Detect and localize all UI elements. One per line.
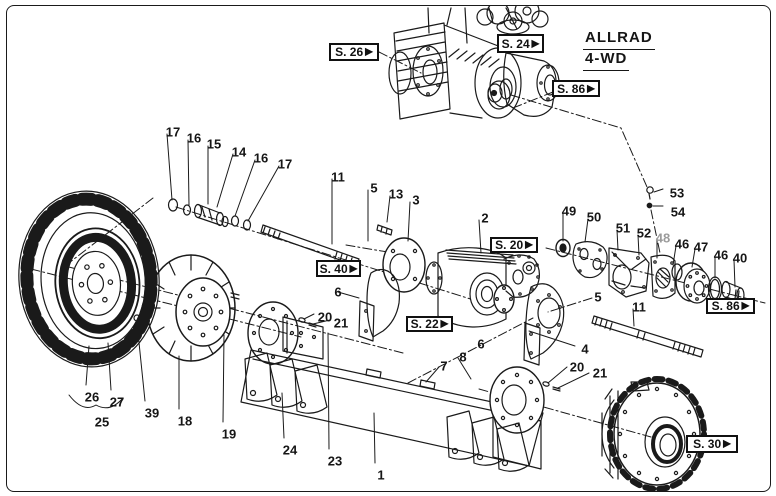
forward-arrow-icon: ▶ [587, 83, 595, 94]
page-ref-s86-top[interactable]: S. 86▶ [552, 80, 600, 97]
part-label-49: 49 [561, 203, 577, 219]
axle-beam [240, 349, 561, 472]
part-label-52: 52 [636, 225, 652, 241]
leader-lines [68, 133, 736, 464]
page-ref-s30[interactable]: S. 30▶ [686, 435, 738, 453]
right-parts-chain [555, 186, 745, 304]
title-line2: 4-WD [583, 50, 630, 71]
page-ref-s20[interactable]: S. 20▶ [490, 237, 538, 253]
part-label-21-mid: 21 [333, 315, 349, 331]
part-label-46: 46 [674, 236, 690, 252]
part-label-53: 53 [669, 185, 685, 201]
part-label-20-right: 20 [569, 359, 585, 375]
forward-arrow-icon: ▶ [349, 263, 358, 274]
title-block: ALLRAD 4-WD [583, 29, 655, 71]
part-label-20-mid: 20 [317, 309, 333, 325]
exploded-diagram-artwork [18, 6, 766, 491]
part-label-4: 4 [581, 341, 589, 357]
mount-bolt-20-right [542, 381, 550, 387]
part-label-48: 48 [655, 230, 671, 246]
part-label-26: 26 [84, 389, 100, 405]
forward-arrow-icon: ▶ [440, 318, 449, 330]
part-label-27: 27 [109, 394, 125, 410]
part-label-23: 23 [327, 453, 343, 469]
part-label-25: 25 [94, 414, 110, 430]
part-label-15: 15 [206, 136, 222, 152]
part-label-40: 40 [732, 250, 748, 266]
forward-arrow-icon: ▶ [741, 300, 750, 312]
part-label-3: 3 [412, 192, 420, 208]
part-label-16b: 16 [253, 150, 269, 166]
forward-arrow-icon: ▶ [723, 438, 731, 450]
part-label-1: 1 [377, 467, 385, 483]
top-transfer-gearbox [388, 6, 560, 120]
part-label-5-right: 5 [594, 289, 602, 305]
right-drive-shaft [591, 315, 704, 358]
bracket-25 [68, 394, 124, 409]
rear-drum-hub [601, 376, 707, 491]
beam-gussets-left [244, 352, 328, 414]
part-label-17b: 17 [277, 156, 293, 172]
part-label-39: 39 [144, 405, 160, 421]
left-flange-and-bracket [358, 237, 426, 342]
part-label-47: 47 [693, 239, 709, 255]
mount-bolt-20 [298, 317, 306, 323]
page-ref-s24[interactable]: S. 24▶ [497, 34, 544, 53]
title-line1: ALLRAD [583, 29, 655, 50]
forward-arrow-icon: ▶ [525, 239, 533, 251]
page-ref-s86-right[interactable]: S. 86▶ [706, 298, 755, 314]
page-ref-s22[interactable]: S. 22▶ [406, 316, 453, 332]
drum-filler-plug [630, 381, 650, 392]
part-label-11-right: 11 [632, 299, 646, 315]
yoke-51-52 [608, 247, 650, 298]
part-label-2: 2 [481, 210, 489, 226]
forward-arrow-icon: ▶ [365, 46, 373, 58]
front-tire-and-rim [18, 190, 160, 368]
left-shaft-and-small-parts [167, 198, 393, 267]
forward-arrow-icon: ▶ [531, 38, 540, 49]
part-label-7: 7 [440, 358, 448, 374]
part-label-19: 19 [221, 426, 237, 442]
part-label-6-right: 6 [477, 336, 485, 352]
part-label-8: 8 [459, 349, 467, 365]
bolt-53 [646, 186, 654, 194]
pin-13 [376, 224, 393, 236]
part-label-5-left: 5 [370, 180, 378, 196]
hub-stud-39 [133, 314, 141, 322]
part-label-17: 17 [165, 124, 181, 140]
part-label-46b: 46 [713, 247, 729, 263]
part-label-50: 50 [586, 209, 602, 225]
part-label-54: 54 [670, 204, 686, 220]
part-label-24: 24 [282, 442, 298, 458]
beam-gussets-right [446, 410, 530, 472]
part-label-11-left: 11 [331, 169, 345, 185]
part-label-16: 16 [186, 130, 202, 146]
mount-bolt-21-right [552, 386, 561, 392]
part-label-13: 13 [388, 186, 404, 202]
right-flange-and-bracket [523, 283, 565, 366]
part-label-21-right: 21 [592, 365, 608, 381]
part-label-6-mid: 6 [334, 284, 342, 300]
part-label-51: 51 [615, 220, 631, 236]
part-label-18: 18 [177, 413, 193, 429]
bevel-gearbox [425, 247, 540, 328]
part-label-14: 14 [231, 144, 247, 160]
page-frame-border: ALLRAD 4-WD S. 26▶ S. 24▶ S. 86▶ S. 40▶ … [6, 5, 771, 492]
page-ref-s26[interactable]: S. 26▶ [329, 43, 379, 61]
washer-54 [646, 202, 653, 209]
gasket-48 [650, 254, 676, 299]
wheel-hub-housing [133, 254, 240, 362]
page-ref-s40[interactable]: S. 40▶ [316, 260, 361, 277]
